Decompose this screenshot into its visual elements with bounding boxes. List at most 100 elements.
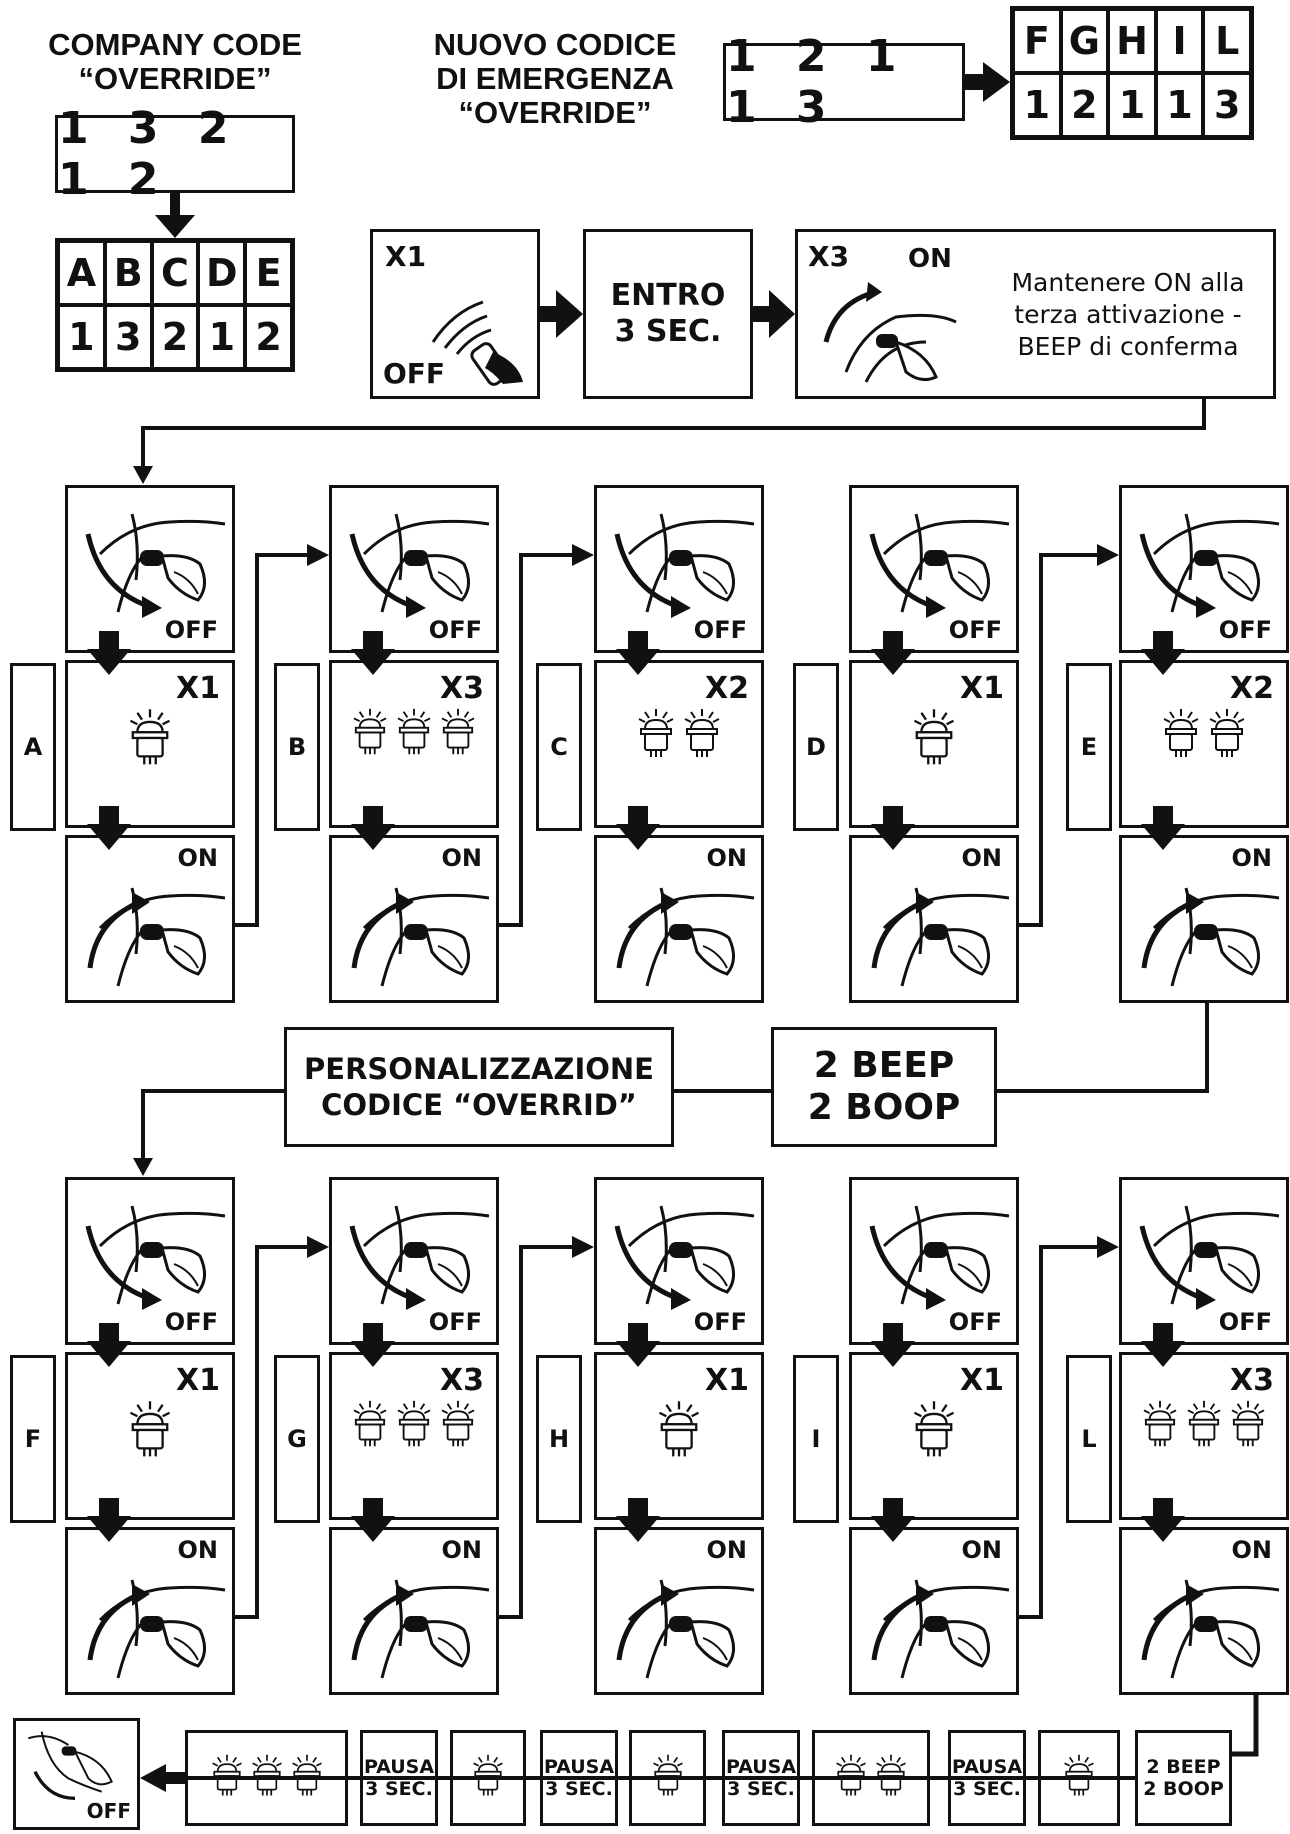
lamp-group [1122,1399,1286,1454]
digit-letter-tab: D [793,663,839,831]
key-turn-off-icon [599,1186,759,1320]
blink-count: X2 [1230,671,1274,706]
off-label: OFF [949,616,1002,644]
lamp-signal-box [185,1730,348,1826]
arrow-head [1097,1236,1119,1258]
digit-letter-tab: E [1066,663,1112,831]
pause-box: PAUSA 3 SEC. [360,1730,438,1826]
pause-box: PAUSA 3 SEC. [948,1730,1026,1826]
company-letter: E [245,241,292,305]
blink-count: X1 [176,1363,220,1398]
lamp-group [597,1399,761,1465]
arrow-down-icon [1141,1323,1185,1371]
lamp-icon [395,1399,433,1454]
new-digit: 2 [1061,73,1109,137]
off-label: OFF [165,616,218,644]
key-turn-off-icon [854,1186,1014,1320]
lamp-icon [1185,1399,1223,1454]
lamp-panel: X3 [1119,1352,1289,1520]
company-digit: 2 [245,305,292,369]
lamp-panel: X1 [65,1352,235,1520]
key-on-panel: ON [65,835,235,1003]
lamp-group [852,1399,1016,1465]
arrow-down-icon [616,1323,660,1371]
company-letter: A [58,241,105,305]
arrow-head [572,1236,594,1258]
key-on-panel: ON [849,835,1019,1003]
key-off-panel: OFF [849,1177,1019,1345]
arrow-head [572,544,594,566]
blink-count: X1 [960,1363,1004,1398]
lamp-signal-box [812,1730,930,1826]
lamp-icon [656,1399,702,1465]
key-on-panel: ON [1119,1527,1289,1695]
key-turn-on-icon [806,272,966,392]
lamp-panel: X1 [65,660,235,828]
key-on-panel: ON [849,1527,1019,1695]
beep-boop-box: 2 BEEP 2 BOOP [1135,1730,1232,1826]
company-letter: C [152,241,199,305]
key-off-panel: OFF [1119,485,1289,653]
arrow-down-icon [871,1498,915,1546]
arrow-down-icon [871,806,915,854]
arrow-head [1097,544,1119,566]
blink-count: X3 [440,1363,484,1398]
arrow-down-icon [871,1323,915,1371]
arrow-down-icon [616,806,660,854]
lamp-icon [127,707,173,773]
key-turn-on-icon [1124,868,1284,1002]
arrow-head [307,1236,329,1258]
arrow-down-icon [351,1498,395,1546]
lamp-panel: X3 [329,1352,499,1520]
key-turn-on-icon [334,1560,494,1694]
blink-count: X3 [1230,1363,1274,1398]
key-turn-off-icon [70,494,230,628]
off-label: OFF [1219,616,1272,644]
digit-letter-tab: G [274,1355,320,1523]
new-letter: G [1061,9,1109,73]
company-digit: 2 [152,305,199,369]
key-turn-on-icon [854,1560,1014,1694]
new-digit: 1 [1013,73,1061,137]
digit-letter-tab: I [793,1355,839,1523]
company-letter: D [198,241,245,305]
company-code-value: 1 3 2 1 2 [55,115,295,193]
key-turn-off-icon [854,494,1014,628]
key-turn-on-icon [70,868,230,1002]
new-digit: 3 [1203,73,1251,137]
arrow-down-icon [351,631,395,679]
arrow-down-icon [87,631,131,679]
new-code-value: 1 2 1 1 3 [723,43,965,121]
key-turn-on-icon [599,868,759,1002]
key-on-panel: ON [329,1527,499,1695]
key-turn-off-icon [599,494,759,628]
company-letter: B [105,241,152,305]
company-digit: 1 [198,305,245,369]
key-on-panel: ON [594,835,764,1003]
blink-count: X3 [440,671,484,706]
off-label: OFF [694,616,747,644]
new-digit: 1 [1156,73,1204,137]
new-letter: I [1156,9,1204,73]
arrow-down-icon [351,1323,395,1371]
key-off-panel: OFF [594,1177,764,1345]
new-letter: L [1203,9,1251,73]
lamp-icon [210,1753,244,1803]
lamp-icon [682,707,722,765]
blink-count: X2 [705,671,749,706]
lamp-panel: X1 [594,1352,764,1520]
off-label: OFF [165,1308,218,1336]
lamp-group [68,707,232,773]
lamp-icon [651,1753,685,1803]
arrow-head [140,1764,166,1792]
digit-letter-tab: C [536,663,582,831]
key-on-panel: ON [65,1527,235,1695]
key-off-panel: OFF [329,485,499,653]
beep-boop-label: 2 BEEP 2 BOOP [771,1027,997,1147]
remote-count: X1 [385,240,426,273]
hold-on-label: ON [908,244,952,274]
key-turn-on-icon [599,1560,759,1694]
arrow-down-icon [87,1323,131,1371]
new-letter: F [1013,9,1061,73]
lamp-icon [290,1753,324,1803]
